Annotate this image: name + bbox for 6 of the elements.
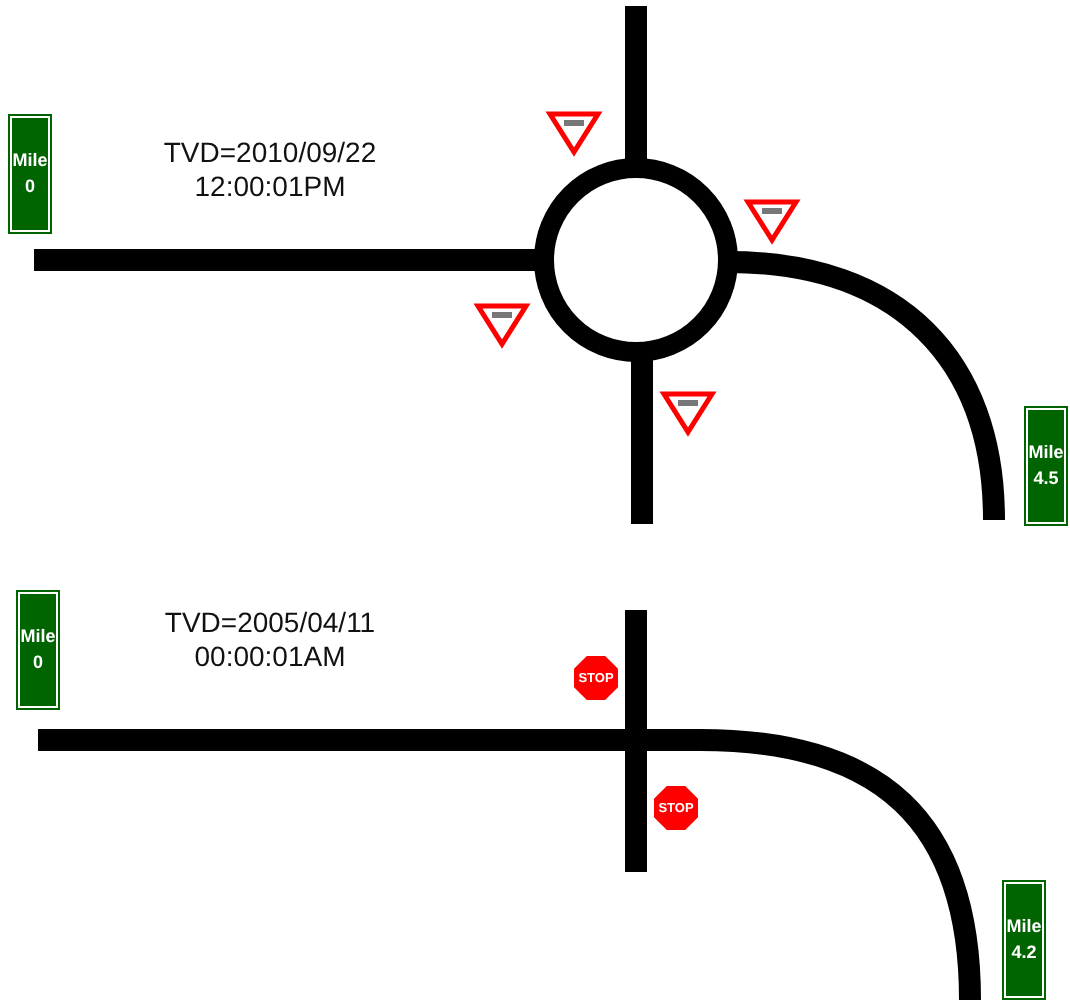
timestamp-text: TVD=2010/09/22 12:00:01PM [161, 136, 379, 204]
mile-marker-sign: Mile 0 [16, 590, 60, 710]
timestamp-text: TVD=2005/04/11 00:00:01AM [162, 606, 378, 674]
mile-marker-sign: Mile 0 [8, 114, 52, 234]
mile-marker-sign: Mile 4.5 [1024, 406, 1068, 526]
mile-marker-sign: Mile 4.2 [1002, 880, 1046, 1000]
